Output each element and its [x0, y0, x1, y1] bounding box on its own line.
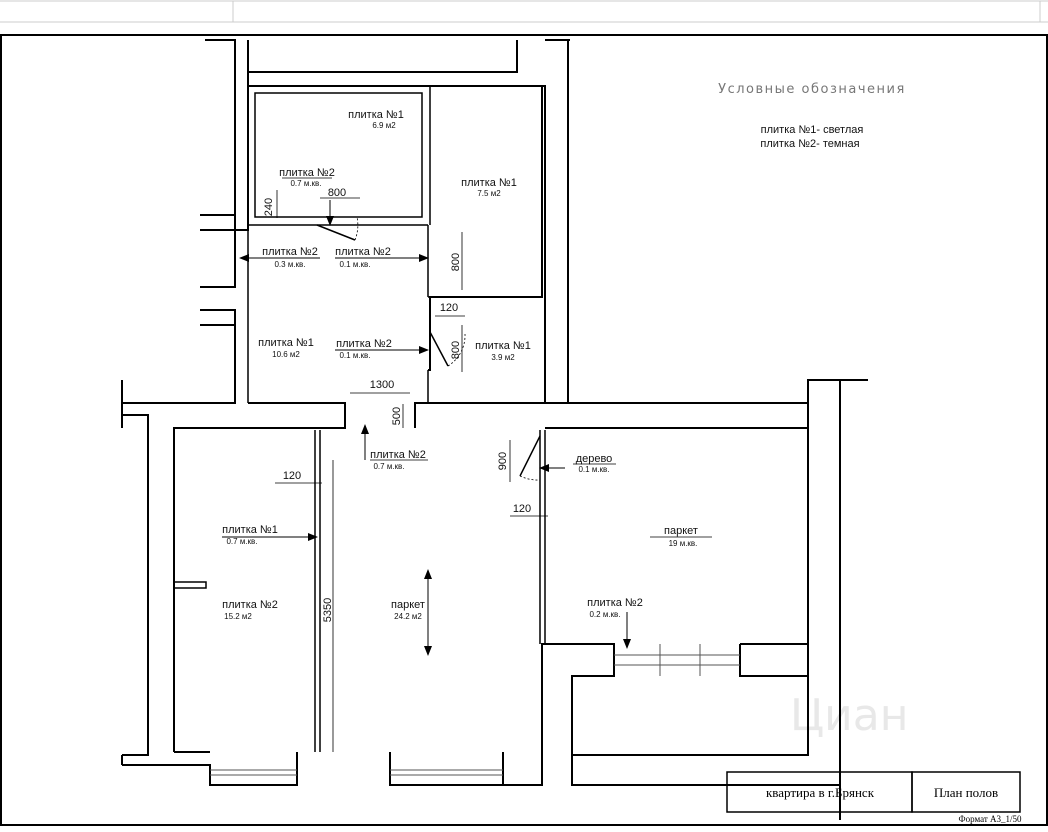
- svg-text:дерево: дерево: [576, 453, 613, 465]
- room-label-bedroom: паркет 19 м.кв.: [650, 525, 712, 548]
- pointer-arrows: [222, 200, 631, 656]
- svg-text:19 м.кв.: 19 м.кв.: [669, 539, 698, 548]
- room-label-hall-entry: плитка №2 0.3 м.кв.: [262, 246, 318, 269]
- room-label-balcony-threshold: плитка №2 0.2 м.кв.: [587, 597, 643, 619]
- dim-1300: 1300: [370, 379, 394, 391]
- svg-text:плитка №1: плитка №1: [222, 524, 278, 536]
- svg-text:15.2 м2: 15.2 м2: [224, 612, 252, 621]
- dim-120-bedroom: 120: [513, 503, 531, 515]
- dim-800-wc: 800: [450, 253, 462, 271]
- windows: [210, 644, 740, 776]
- svg-text:плитка №2: плитка №2: [336, 338, 392, 350]
- svg-text:0.7 м.кв.: 0.7 м.кв.: [226, 537, 257, 546]
- page-header-strip: [0, 0, 1048, 23]
- legend-title: Условные обозначения: [718, 82, 906, 97]
- room-label-hall: плитка №1 10.6 м2: [258, 337, 314, 359]
- svg-text:0.1 м.кв.: 0.1 м.кв.: [339, 260, 370, 269]
- room-label-wc-top: плитка №1 7.5 м2: [461, 177, 517, 198]
- dimension-labels: 240 800 800 120 800 1300 500 900 120 120…: [263, 187, 531, 622]
- svg-text:плитка №1: плитка №1: [475, 340, 531, 352]
- svg-text:плитка №1: плитка №1: [348, 109, 404, 121]
- room-label-bath-threshold: плитка №2 0.7 м.кв.: [279, 167, 335, 188]
- doors: [316, 216, 541, 481]
- svg-text:паркет: паркет: [664, 525, 698, 537]
- svg-text:плитка №1: плитка №1: [461, 177, 517, 189]
- svg-text:плитка №2: плитка №2: [222, 599, 278, 611]
- walls: [121, 39, 868, 820]
- dimension-lines: [275, 190, 548, 752]
- watermark-text: Циан: [790, 690, 909, 741]
- title-block-format: Формат А3_1/50: [958, 814, 1022, 824]
- svg-text:0.7 м.кв.: 0.7 м.кв.: [290, 179, 321, 188]
- svg-text:6.9 м2: 6.9 м2: [372, 121, 396, 130]
- room-labels: плитка №1 6.9 м2 плитка №2 0.7 м.кв. пли…: [222, 109, 712, 621]
- dim-900: 900: [497, 452, 509, 470]
- legend-item-2: плитка №2- темная: [760, 138, 859, 150]
- svg-text:плитка №1: плитка №1: [258, 337, 314, 349]
- dim-500: 500: [391, 407, 403, 425]
- dim-800-bath: 800: [328, 187, 346, 199]
- svg-text:паркет: паркет: [391, 599, 425, 611]
- svg-text:3.9 м2: 3.9 м2: [491, 353, 515, 362]
- room-label-bedroom-threshold: дерево 0.1 м.кв.: [573, 453, 616, 474]
- svg-text:0.3 м.кв.: 0.3 м.кв.: [274, 260, 305, 269]
- dim-5350: 5350: [322, 598, 334, 622]
- room-label-living-threshold: плитка №2 0.7 м.кв.: [370, 449, 428, 471]
- svg-text:0.2 м.кв.: 0.2 м.кв.: [589, 610, 620, 619]
- title-block: квартира в г.Брянск План полов Формат А3…: [726, 771, 1022, 824]
- dim-800-wc-small: 800: [450, 341, 462, 359]
- svg-text:10.6 м2: 10.6 м2: [272, 350, 300, 359]
- svg-text:плитка №2: плитка №2: [279, 167, 335, 179]
- room-label-living: паркет 24.2 м2: [391, 599, 425, 621]
- drawing-frame: [0, 34, 1048, 826]
- svg-text:24.2 м2: 24.2 м2: [394, 612, 422, 621]
- title-block-sheet: План полов: [934, 785, 998, 800]
- room-label-kitchen-threshold: плитка №1 0.7 м.кв.: [222, 524, 278, 546]
- room-label-hall-threshold-1: плитка №2 0.1 м.кв.: [335, 246, 391, 269]
- svg-text:плитка №2: плитка №2: [370, 449, 426, 461]
- dim-120-kitchen: 120: [283, 470, 301, 482]
- room-label-wc-small: плитка №1 3.9 м2: [475, 340, 531, 362]
- dim-240: 240: [263, 198, 275, 216]
- svg-text:плитка №2: плитка №2: [335, 246, 391, 258]
- legend: Условные обозначения плитка №1- светлая …: [718, 82, 906, 150]
- room-label-hall-threshold-2: плитка №2 0.1 м.кв.: [336, 338, 392, 360]
- dim-120-wc: 120: [440, 302, 458, 314]
- room-label-bath-top: плитка №1 6.9 м2: [348, 109, 404, 130]
- svg-text:плитка №2: плитка №2: [262, 246, 318, 258]
- legend-item-1: плитка №1- светлая: [761, 124, 864, 136]
- svg-text:7.5 м2: 7.5 м2: [477, 189, 501, 198]
- svg-text:0.7 м.кв.: 0.7 м.кв.: [373, 462, 404, 471]
- svg-text:0.1 м.кв.: 0.1 м.кв.: [339, 351, 370, 360]
- room-label-kitchen: плитка №2 15.2 м2: [222, 599, 278, 621]
- svg-text:плитка №2: плитка №2: [587, 597, 643, 609]
- svg-text:0.1 м.кв.: 0.1 м.кв.: [578, 465, 609, 474]
- title-block-project: квартира в г.Брянск: [766, 785, 875, 800]
